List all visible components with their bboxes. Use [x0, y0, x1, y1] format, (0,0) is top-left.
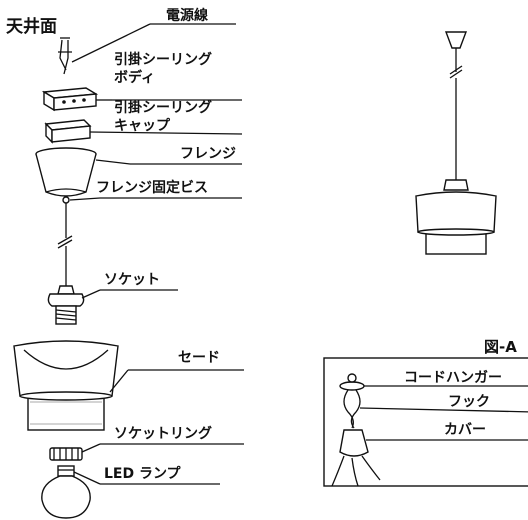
ceiling-cap-label-2: キャップ: [114, 118, 171, 134]
ceiling-cap: [44, 119, 92, 144]
hook: [343, 389, 361, 429]
ceiling-body-label-1: 引掛シーリング: [114, 51, 212, 68]
socket-ring: [49, 447, 83, 461]
inset-frame: [323, 357, 528, 487]
power-cord-label: 電源線: [166, 7, 208, 24]
power-cord-leader: [71, 23, 151, 63]
flange-screw-label: フレンジ固定ビス: [96, 179, 208, 196]
hook-label: フック: [448, 394, 490, 410]
ceiling-body-label-2: ボディ: [114, 69, 155, 86]
flange: [35, 147, 97, 197]
socket: [47, 285, 85, 325]
cord-hanger: [339, 373, 365, 391]
cord-hanger-label: コードハンガー: [404, 370, 502, 386]
socket-ring-label: ソケットリング: [114, 425, 212, 442]
cover: [331, 429, 381, 487]
assembled-pendant: [415, 31, 497, 255]
ceiling-cap-label-1: 引掛シーリング: [114, 99, 212, 116]
exploded-assembly: 天井面 電源線 引掛シーリング ボディ 引掛シーリング キャ: [6, 7, 244, 519]
led-lamp: [41, 465, 91, 519]
led-lamp-label: LED ランプ: [104, 466, 182, 482]
cover-label: カバー: [444, 422, 486, 438]
shade-label: セード: [178, 350, 220, 366]
flange-screw: [62, 196, 70, 204]
ceiling-label: 天井面: [6, 16, 57, 37]
power-cord: [58, 37, 72, 75]
shade: [13, 340, 119, 431]
hanging-cord: [57, 203, 73, 286]
flange-label: フレンジ: [180, 146, 236, 162]
socket-label: ソケット: [104, 272, 160, 288]
ceiling-body: [41, 87, 99, 112]
inset-title: 図-A: [484, 338, 517, 356]
inset-figure-a: 図-A コードハンガー フック カバー: [323, 338, 528, 487]
